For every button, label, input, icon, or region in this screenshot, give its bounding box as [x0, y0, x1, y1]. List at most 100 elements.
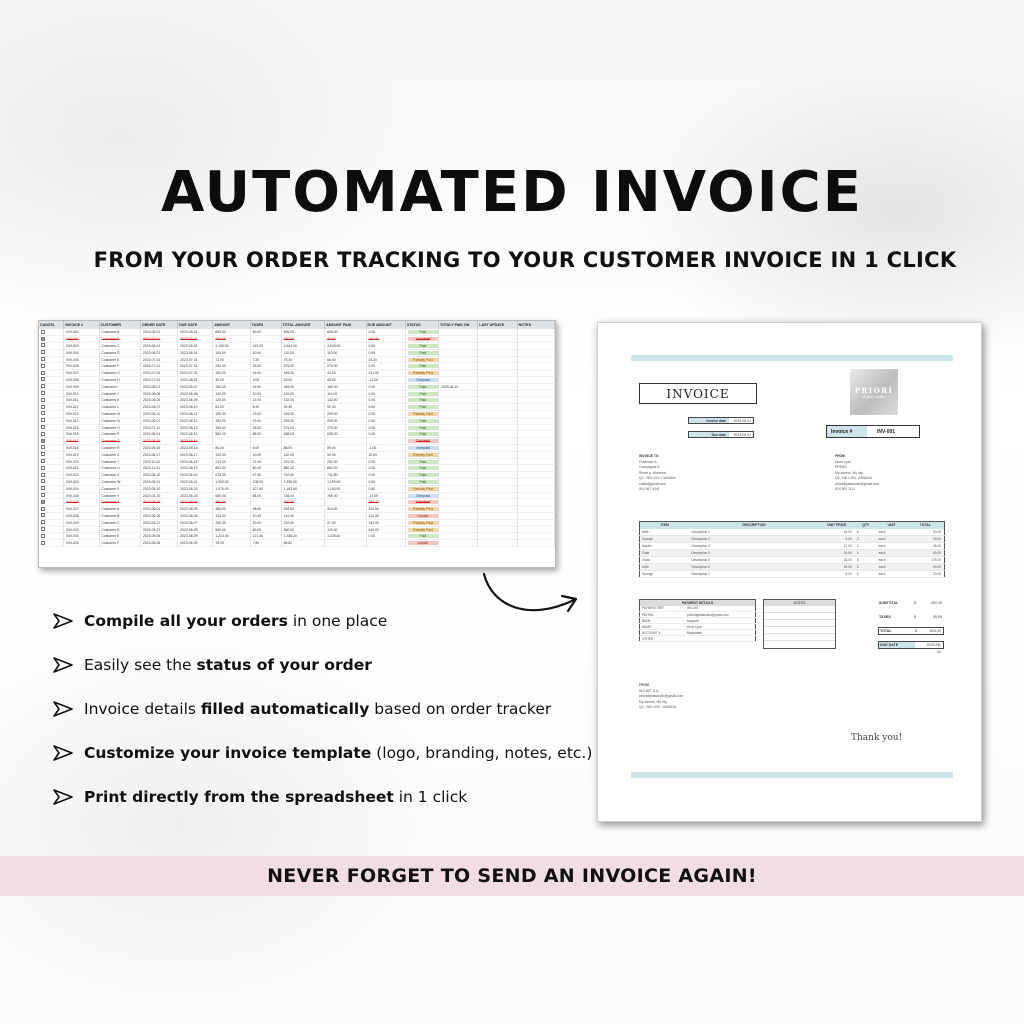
cancel-checkbox-cell[interactable]	[39, 383, 65, 391]
cancel-checkbox[interactable]	[41, 486, 45, 491]
cancel-checkbox[interactable]	[41, 397, 45, 402]
cancel-checkbox-cell[interactable]	[39, 498, 65, 507]
sheet-cell-cust: Customer X	[99, 485, 141, 493]
cancel-checkbox-cell[interactable]	[39, 396, 65, 405]
cancel-checkbox-cell[interactable]	[39, 362, 65, 371]
cancel-checkbox[interactable]	[41, 363, 45, 368]
cancel-checkbox[interactable]	[41, 418, 45, 423]
cancel-checkbox-cell[interactable]	[39, 492, 65, 500]
cancel-checkbox[interactable]	[41, 391, 45, 396]
cancel-checkbox[interactable]	[41, 350, 45, 355]
sheet-cell-total: 1,335.40	[281, 532, 326, 541]
cancel-checkbox-cell[interactable]	[39, 410, 65, 418]
payment-key: NAME :	[639, 623, 685, 630]
sheet-cell-order: 2023-06-17	[140, 451, 179, 459]
status-badge: Paid	[407, 343, 438, 348]
status-cell: Paid	[405, 403, 439, 412]
cancel-checkbox-cell[interactable]	[39, 478, 65, 486]
cancel-checkbox-cell[interactable]	[39, 437, 65, 446]
cancel-checkbox[interactable]	[41, 527, 45, 531]
sheet-cell-notes	[517, 383, 555, 391]
cancel-checkbox[interactable]	[41, 425, 45, 430]
cancel-checkbox[interactable]	[41, 540, 45, 545]
cancel-checkbox-cell[interactable]	[39, 444, 65, 452]
cancel-checkbox-cell[interactable]	[39, 376, 65, 384]
cancel-checkbox[interactable]	[41, 452, 45, 457]
sheet-cell-due: 2023-06-15	[177, 437, 214, 446]
cancel-checkbox[interactable]	[41, 499, 45, 504]
sheet-cell-due: 2023-07-01	[177, 362, 214, 371]
cancel-checkbox[interactable]	[41, 472, 45, 477]
cancel-checkbox-cell[interactable]	[39, 430, 65, 439]
cancel-checkbox-cell[interactable]	[39, 342, 65, 350]
cancel-checkbox-cell[interactable]	[39, 369, 65, 378]
sheet-cell-paid: 1,335.40	[324, 532, 367, 541]
cancel-checkbox[interactable]	[41, 493, 45, 498]
cancel-checkbox-cell[interactable]	[39, 403, 65, 412]
invoice-bottom-bar	[631, 772, 953, 778]
cancel-checkbox[interactable]	[41, 329, 45, 334]
sheet-cell-amt: 450.00	[212, 335, 251, 344]
cancel-checkbox-cell[interactable]	[39, 512, 65, 520]
cancel-checkbox[interactable]	[41, 459, 45, 464]
cancel-checkbox-cell[interactable]	[39, 505, 65, 514]
sheet-cell-dueamt	[366, 539, 406, 547]
cancel-checkbox[interactable]	[41, 384, 45, 389]
sheet-cell-paidon	[438, 410, 479, 418]
cancel-checkbox-cell[interactable]	[39, 335, 65, 344]
cancel-checkbox-cell[interactable]	[39, 532, 65, 541]
sheet-cell-total	[281, 437, 326, 446]
cancel-checkbox[interactable]	[41, 479, 45, 484]
cancel-checkbox[interactable]	[41, 357, 45, 362]
sheet-cell-tax: 10.40	[250, 512, 282, 520]
cancel-checkbox[interactable]	[41, 404, 45, 409]
cancel-checkbox[interactable]	[41, 377, 45, 382]
sheet-cell-total: 1,183.60	[281, 485, 326, 493]
item-total: 175.00	[906, 556, 945, 564]
cancel-checkbox[interactable]	[41, 431, 45, 436]
cancel-checkbox[interactable]	[41, 343, 45, 348]
cancel-checkbox-cell[interactable]	[39, 526, 65, 534]
sheet-cell-last-update	[477, 369, 518, 378]
sheet-column-header: LAST UPDATE	[477, 321, 518, 329]
sheet-cell-tax: 80.20	[250, 464, 282, 473]
status-badge: Paid	[407, 459, 438, 464]
cancel-checkbox-cell[interactable]	[39, 356, 65, 364]
cancel-checkbox-cell[interactable]	[39, 464, 65, 473]
cancel-checkbox[interactable]	[41, 506, 45, 511]
cancel-checkbox-cell[interactable]	[39, 458, 65, 466]
cancel-checkbox-cell[interactable]	[39, 451, 65, 459]
cancel-checkbox[interactable]	[41, 513, 45, 518]
sheet-cell-total: 165.00	[281, 383, 326, 391]
sheet-cell-last-update	[477, 519, 518, 527]
sheet-cell-last-update	[477, 512, 518, 520]
cancel-checkbox[interactable]	[41, 336, 45, 341]
feature-plain: in one place	[287, 612, 388, 630]
cancel-checkbox-cell[interactable]	[39, 349, 65, 357]
cancel-checkbox[interactable]	[41, 533, 45, 538]
cancel-checkbox-cell[interactable]	[39, 417, 65, 425]
cancel-checkbox-cell[interactable]	[39, 471, 65, 480]
cancel-checkbox-cell[interactable]	[39, 485, 65, 493]
sheet-cell-cust: Customer O	[99, 424, 141, 432]
sheet-cell-due: 2023-06-17	[177, 451, 214, 459]
cancel-checkbox[interactable]	[41, 465, 45, 470]
cancel-checkbox-cell[interactable]	[39, 519, 65, 527]
sheet-cell-notes	[517, 349, 555, 357]
cancel-checkbox[interactable]	[41, 520, 45, 525]
cancel-checkbox[interactable]	[41, 370, 45, 375]
cancel-checkbox-cell[interactable]	[39, 329, 65, 337]
address-line: QC, H4H 4H4, CANADA	[835, 476, 872, 480]
sheet-cell-cust: Customer G	[99, 369, 141, 378]
sheet-column-header: ORDER DATE	[140, 321, 179, 329]
cancel-checkbox-cell[interactable]	[39, 539, 65, 547]
cancel-checkbox[interactable]	[41, 445, 45, 450]
cancel-checkbox[interactable]	[41, 438, 45, 443]
cancel-checkbox-cell[interactable]	[39, 390, 65, 398]
cancel-checkbox-cell[interactable]	[39, 424, 65, 432]
cancel-checkbox[interactable]	[41, 411, 45, 416]
payment-key: PAYPAL :	[639, 611, 685, 618]
status-badge: Partially Paid	[407, 527, 438, 532]
